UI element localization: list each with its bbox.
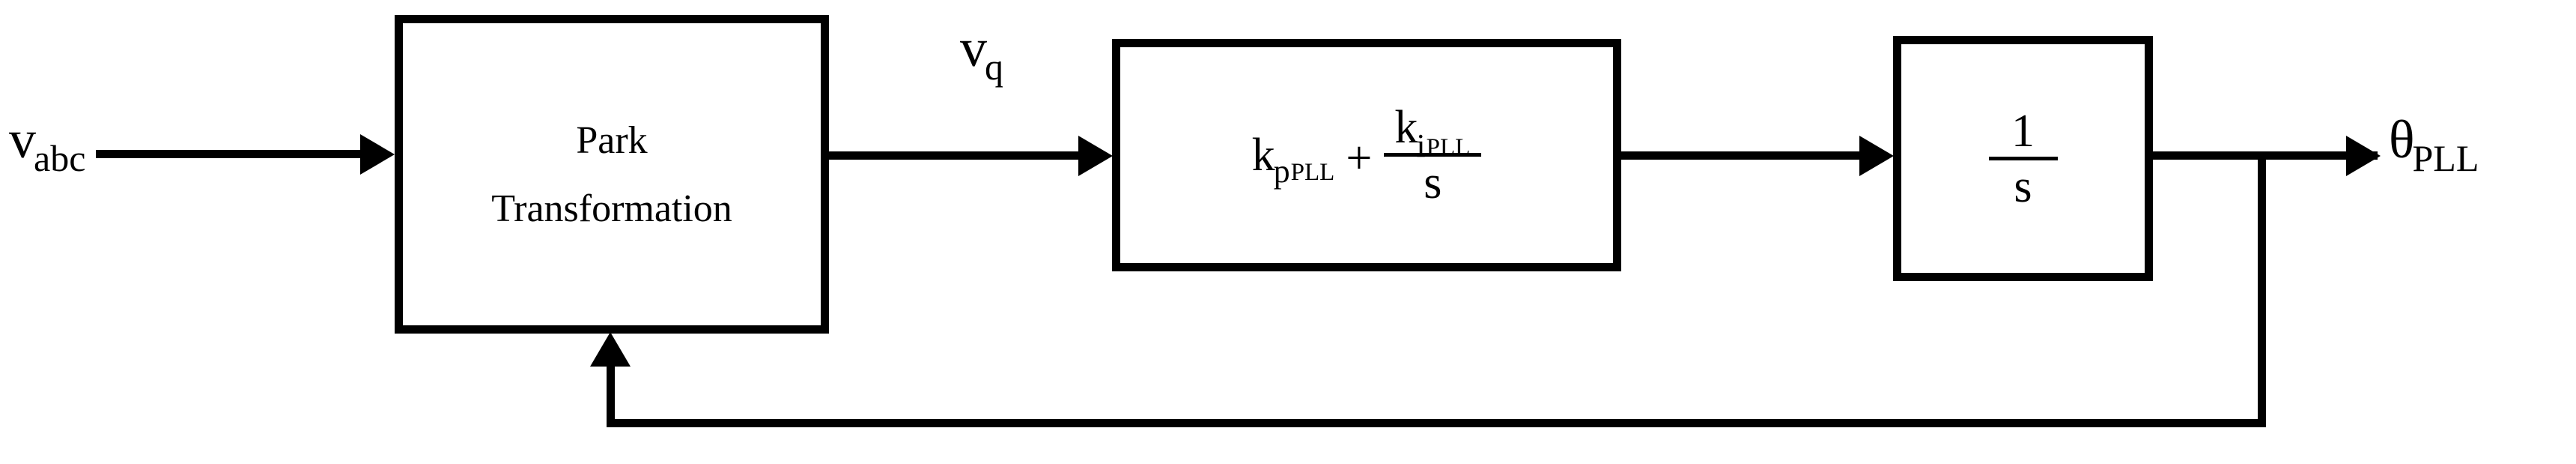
integrator-fraction-bar (1988, 156, 2058, 160)
arrowhead-into-pi (1078, 136, 1113, 176)
wire-park-to-pi (829, 151, 1080, 160)
fraction-bar (1384, 153, 1482, 157)
feedback-wire-vertical-left (607, 367, 615, 427)
feedback-wire-vertical-right (2258, 151, 2266, 427)
theta-subscript: PLL (2412, 137, 2479, 179)
integrator-fraction: 1 s (1988, 105, 2058, 212)
signal-label-vq: vq (960, 18, 1006, 85)
ki-base: k (1394, 102, 1418, 153)
vq-base: v (960, 18, 987, 78)
pi-proportional-gain: kpPLL (1251, 130, 1336, 188)
park-block-label: Park Transformation (491, 106, 732, 243)
ki-subscript: i (1416, 127, 1426, 164)
ki-subscript-pll: PLL (1426, 134, 1471, 161)
plus-operator: + (1346, 133, 1373, 184)
signal-label-theta-pll: θPLL (2389, 109, 2481, 177)
arrowhead-feedback-into-park (590, 332, 631, 367)
park-label-line2: Transformation (491, 187, 732, 230)
arrowhead-output-theta (2346, 136, 2381, 176)
wire-input-to-park (96, 150, 362, 158)
integrator-numerator: 1 (2011, 105, 2035, 157)
vabc-base: v (9, 109, 36, 169)
feedback-wire-horizontal (607, 419, 2266, 427)
park-transformation-block[interactable]: Park Transformation (395, 15, 829, 334)
vq-subscript: q (985, 46, 1003, 88)
wire-pi-to-integrator (1621, 151, 1861, 160)
theta-base: θ (2389, 109, 2415, 169)
integrator-block[interactable]: 1 s (1893, 36, 2153, 281)
kp-base: k (1251, 130, 1275, 181)
kp-subscript-pll: PLL (1290, 159, 1335, 186)
integrator-denominator: s (2014, 160, 2032, 212)
park-label-line1: Park (576, 118, 648, 162)
integrator-expression: 1 s (1988, 105, 2058, 212)
pi-integral-denominator: s (1424, 157, 1442, 208)
arrowhead-into-integrator (1859, 136, 1894, 176)
kp-subscript: p (1273, 153, 1290, 190)
vabc-subscript: abc (34, 137, 86, 179)
arrowhead-into-park (360, 134, 395, 175)
signal-label-vabc: vabc (9, 109, 88, 177)
